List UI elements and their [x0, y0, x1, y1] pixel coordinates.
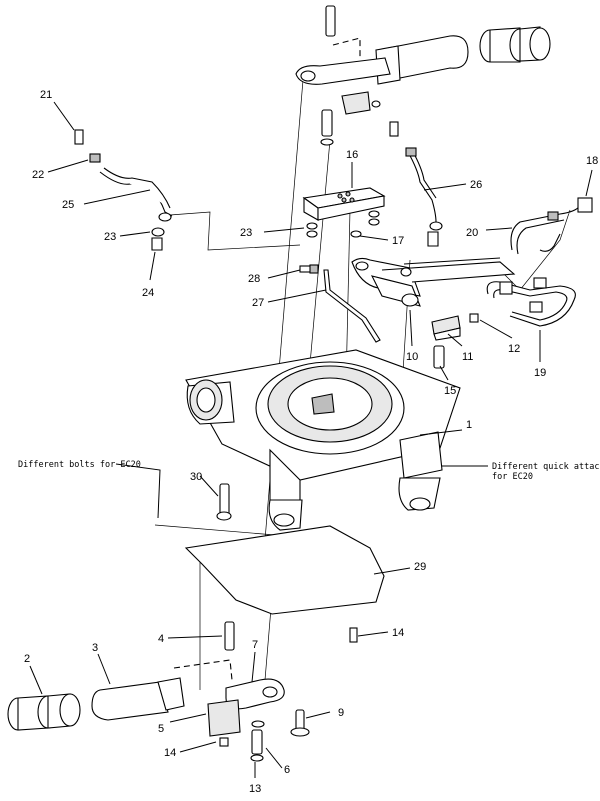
callout-20: 20 [466, 227, 478, 239]
callout-3: 3 [92, 642, 98, 654]
callout-13: 13 [249, 783, 261, 795]
callout-28: 28 [248, 273, 260, 285]
tilt-cylinder [351, 257, 516, 307]
callout-7: 7 [252, 639, 258, 651]
note-quick-attachment-line2: for EC20 [492, 472, 533, 482]
callout-labels: 1 2 3 4 5 6 7 9 10 11 12 13 14 14 15 16 … [18, 89, 600, 795]
callout-11: 11 [462, 351, 473, 363]
callout-4: 4 [158, 633, 164, 645]
callout-22: 22 [32, 169, 44, 181]
callout-leaders [29, 101, 593, 778]
link-arm-top [295, 5, 391, 146]
bolt-30 [216, 483, 232, 521]
clamp-11 [431, 313, 479, 369]
sensor-rod [299, 264, 381, 343]
bushings-top [479, 26, 551, 63]
callout-14-right: 14 [392, 627, 404, 639]
callout-12: 12 [508, 343, 520, 355]
callout-10: 10 [406, 351, 418, 363]
link-arm-bottom [207, 678, 310, 762]
callout-19: 19 [534, 367, 546, 379]
hoses-right [486, 197, 593, 327]
valve-block [302, 187, 386, 238]
callout-15: 15 [444, 385, 456, 397]
callout-26: 26 [470, 179, 482, 191]
cover-plate [184, 525, 385, 615]
callout-30: 30 [190, 471, 202, 483]
callout-6: 6 [284, 764, 290, 776]
cylinder-bottom [91, 659, 233, 721]
callout-25: 25 [62, 199, 74, 211]
pin-4 [224, 621, 235, 651]
hydraulic-pipe-26 [389, 121, 443, 247]
callout-5: 5 [158, 723, 164, 735]
bolt-14-right [349, 627, 358, 643]
main-frame [185, 349, 461, 531]
callout-2: 2 [24, 653, 30, 665]
callout-23-left: 23 [104, 231, 116, 243]
callout-14-bottom: 14 [164, 747, 176, 759]
callout-29: 29 [414, 561, 426, 573]
callout-9: 9 [338, 707, 344, 719]
callout-18: 18 [586, 155, 598, 167]
hydraulic-pipe-left [74, 129, 173, 251]
callout-1: 1 [466, 419, 472, 431]
callout-23-center: 23 [240, 227, 252, 239]
bushings-bottom [7, 693, 81, 731]
note-quick-attachment-line1: Different quick attachment [492, 462, 600, 472]
note-different-bolts: Different bolts for EC20 [18, 460, 141, 470]
callout-16: 16 [346, 149, 358, 161]
callout-27: 27 [252, 297, 264, 309]
callout-24: 24 [142, 287, 154, 299]
callout-21: 21 [40, 89, 52, 101]
callout-17: 17 [392, 235, 404, 247]
